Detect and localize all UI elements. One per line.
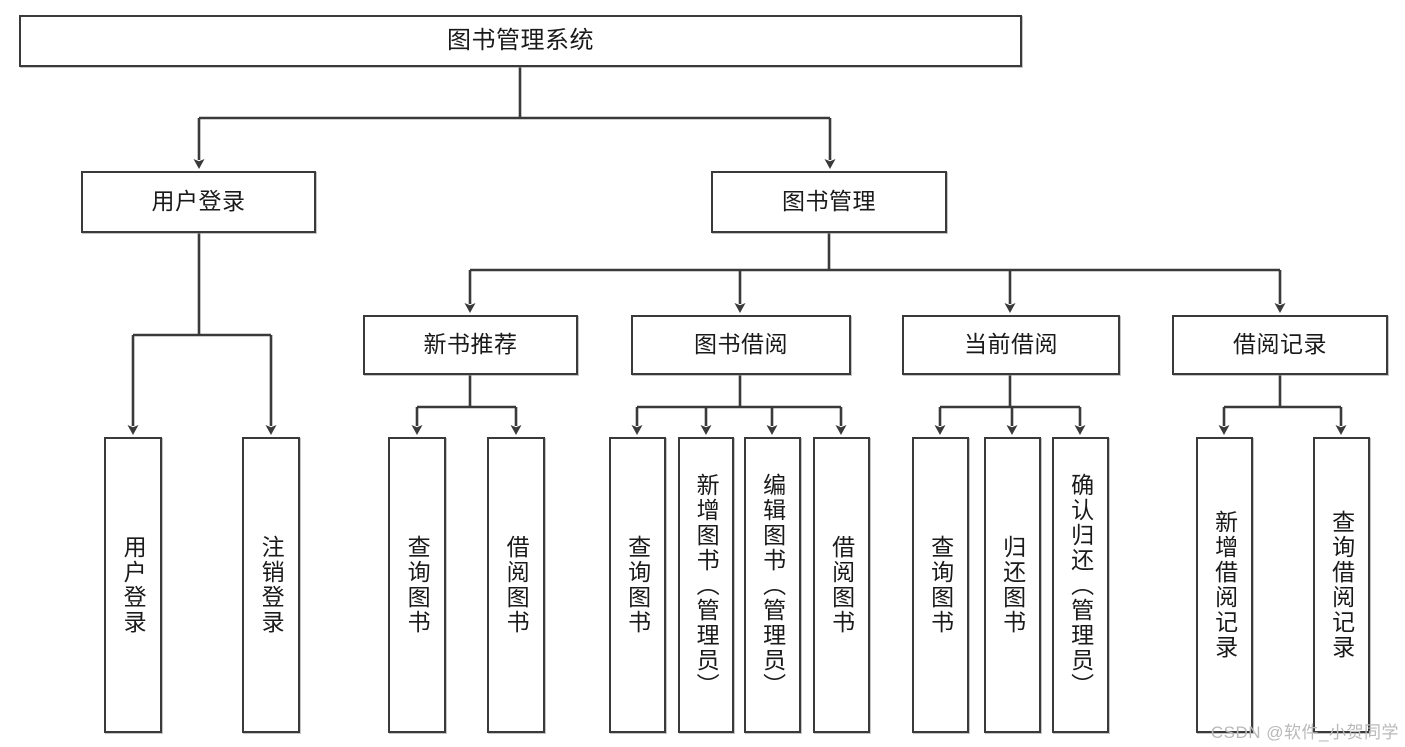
csdn-watermark: CSDN @软件_小贺同学 [1210,723,1399,742]
leaf-query-record-label: 查询借阅记录 [1328,510,1355,660]
node-book-manage-label: 图书管理 [782,188,876,215]
leaf-borrow-book-1[interactable]: 借阅图书 [487,437,545,733]
node-book-borrow[interactable]: 图书借阅 [631,315,851,375]
node-root[interactable]: 图书管理系统 [19,15,1022,67]
node-new-book-rec[interactable]: 新书推荐 [363,315,578,375]
leaf-borrow-book-2-label: 借阅图书 [828,535,855,635]
leaf-query-book-3-label: 查询图书 [927,535,954,635]
leaf-confirm-return-label: 确认归还（管理员） [1067,472,1094,698]
leaf-edit-book-label: 编辑图书（管理员） [759,472,786,698]
node-user-login-label: 用户登录 [151,188,246,215]
leaf-add-book-label: 新增图书（管理员） [693,472,720,698]
leaf-return-book-label: 归还图书 [999,535,1026,635]
leaf-user-logout-label: 注销登录 [258,535,285,635]
node-book-manage[interactable]: 图书管理 [711,171,947,233]
leaf-edit-book[interactable]: 编辑图书（管理员） [744,437,801,733]
node-borrow-record-label: 借阅记录 [1233,331,1327,358]
leaf-borrow-book-2[interactable]: 借阅图书 [813,437,870,733]
leaf-query-book-1-label: 查询图书 [404,535,431,635]
leaf-return-book[interactable]: 归还图书 [984,437,1041,733]
leaf-user-logout[interactable]: 注销登录 [242,437,300,733]
node-borrow-record[interactable]: 借阅记录 [1172,315,1388,375]
node-current-borrow-label: 当前借阅 [964,331,1058,358]
leaf-query-book-1[interactable]: 查询图书 [388,437,446,733]
leaf-borrow-book-1-label: 借阅图书 [503,535,530,635]
leaf-query-book-2[interactable]: 查询图书 [609,437,666,733]
leaf-add-book[interactable]: 新增图书（管理员） [678,437,734,733]
node-current-borrow[interactable]: 当前借阅 [902,315,1120,375]
node-book-borrow-label: 图书借阅 [694,331,788,358]
leaf-add-record-label: 新增借阅记录 [1211,510,1238,660]
leaf-user-login[interactable]: 用户登录 [104,437,162,733]
leaf-add-record[interactable]: 新增借阅记录 [1196,437,1253,733]
leaf-query-book-3[interactable]: 查询图书 [912,437,969,733]
leaf-query-record[interactable]: 查询借阅记录 [1313,437,1370,733]
leaf-query-book-2-label: 查询图书 [624,535,651,635]
leaf-confirm-return[interactable]: 确认归还（管理员） [1052,437,1109,733]
node-user-login[interactable]: 用户登录 [81,171,316,233]
node-root-label: 图书管理系统 [447,26,594,54]
node-new-book-rec-label: 新书推荐 [423,331,518,358]
leaf-user-login-label: 用户登录 [120,535,147,635]
